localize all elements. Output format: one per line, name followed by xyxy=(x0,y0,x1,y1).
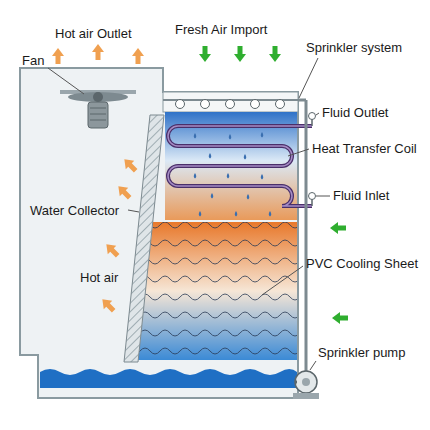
part-label: Fluid Outlet xyxy=(322,105,388,120)
part-label: PVC Cooling Sheet xyxy=(306,256,418,271)
part-label: Fan xyxy=(22,53,44,68)
part-label: Water Collector xyxy=(30,203,119,218)
part-label: Sprinkler system xyxy=(306,40,402,55)
part-label: Hot air Outlet xyxy=(55,26,132,41)
part-label: Sprinkler pump xyxy=(318,345,405,360)
part-label: Hot air xyxy=(80,270,118,285)
part-label: Fluid Inlet xyxy=(333,188,389,203)
part-label: Fresh Air Import xyxy=(175,22,267,37)
part-label: Heat Transfer Coil xyxy=(312,141,417,156)
